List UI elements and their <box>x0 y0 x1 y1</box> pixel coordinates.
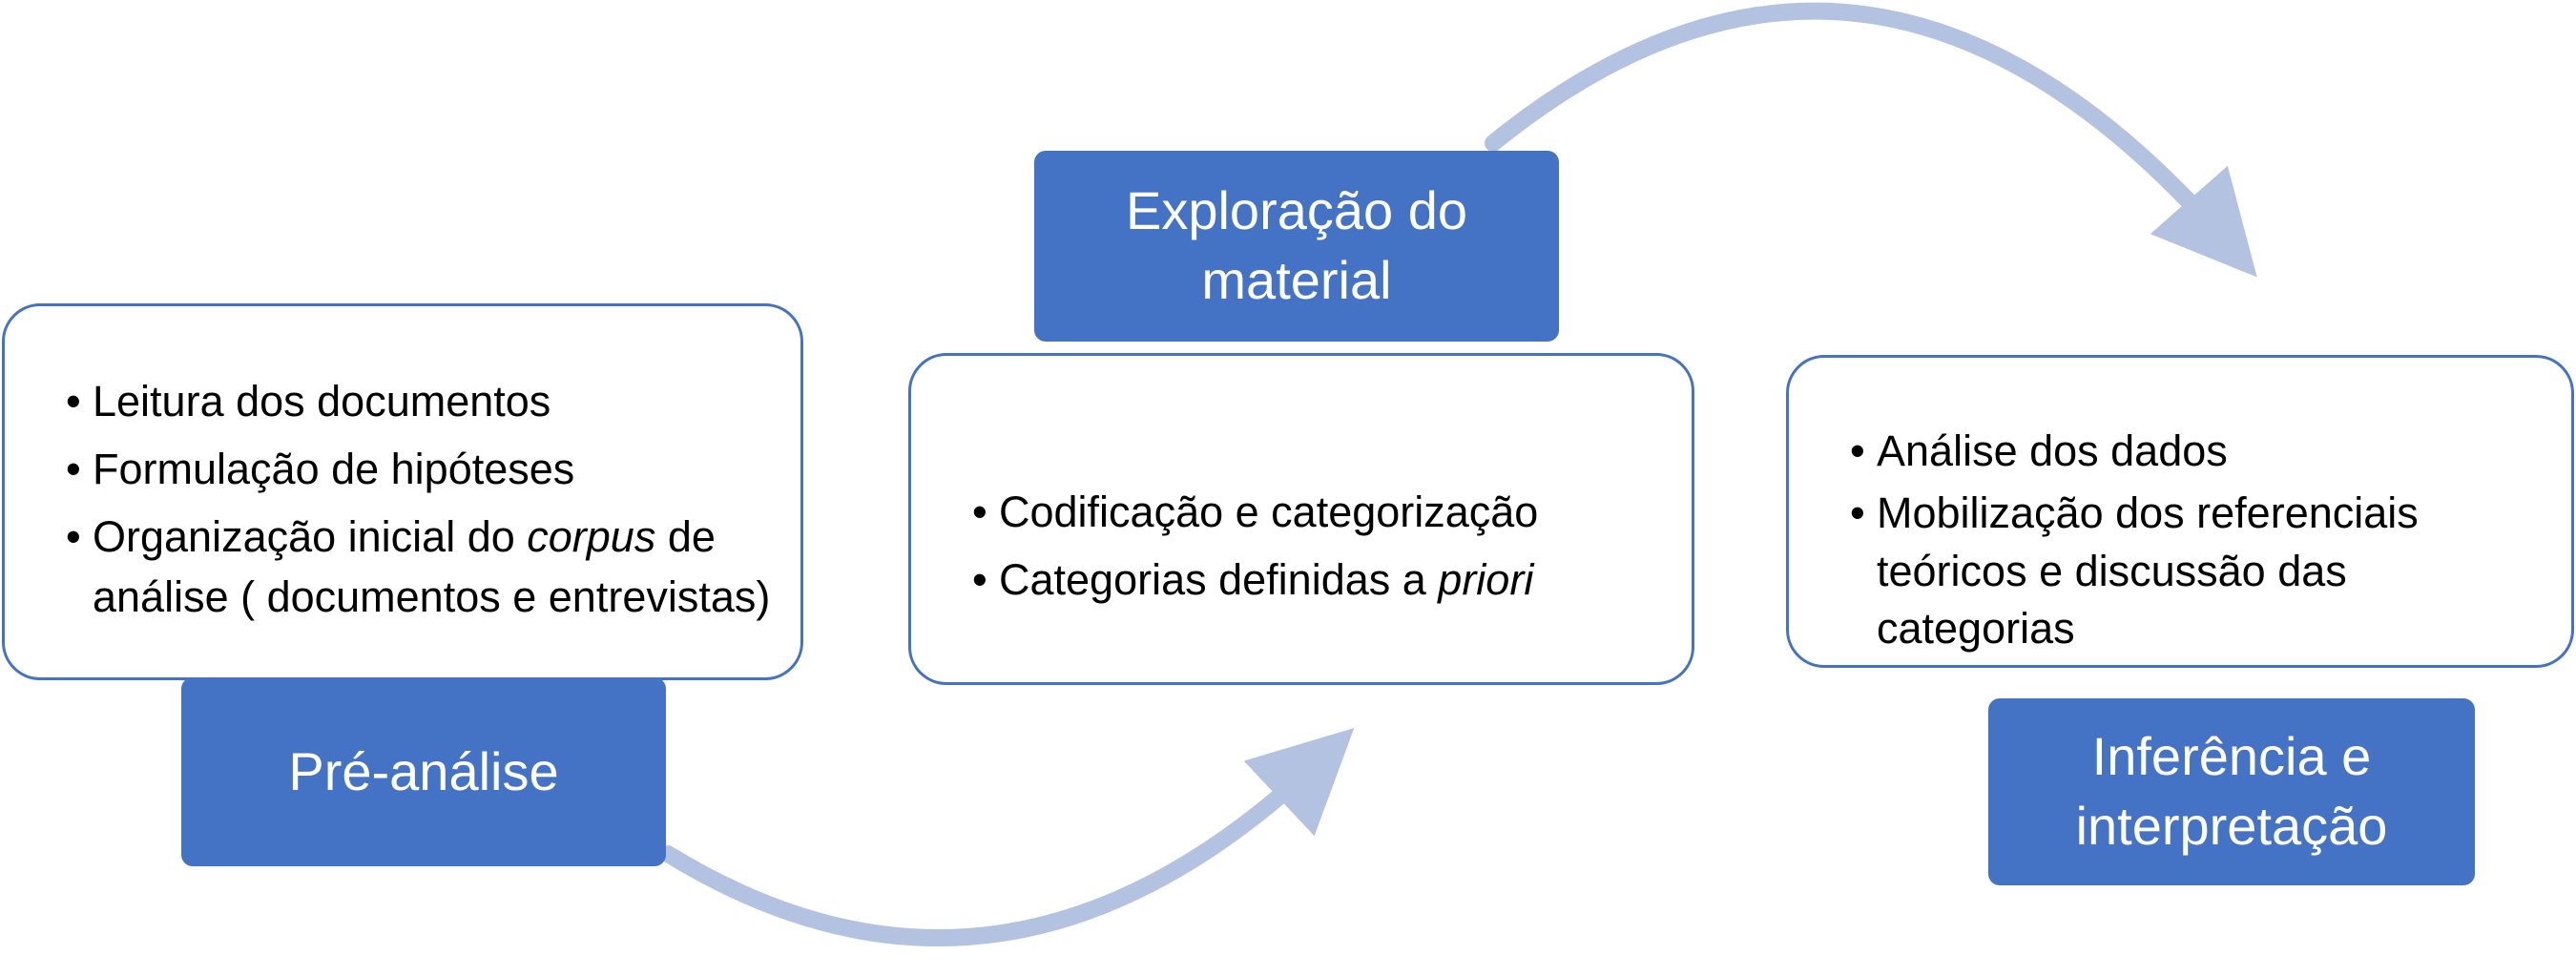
arrow-exploracao-to-inferencia <box>1485 2 2257 278</box>
list-item: Organização inicial do corpus de análise… <box>66 507 772 627</box>
inferencia-content-box: Análise dos dados Mobilização dos refere… <box>1786 355 2574 668</box>
inferencia-list: Análise dos dados Mobilização dos refere… <box>1850 423 2543 658</box>
exploracao-label: Exploração do material <box>1034 151 1559 342</box>
exploracao-list: Codificação e categorização Categorias d… <box>972 482 1663 610</box>
list-item: Codificação e categorização <box>972 482 1663 542</box>
list-item: Leitura dos documentos <box>66 371 772 431</box>
list-item: Categorias definidas a priori <box>972 550 1663 610</box>
list-item: Formulação de hipóteses <box>66 439 772 499</box>
list-item: Análise dos dados <box>1850 423 2543 481</box>
arrow-pre-to-exploracao <box>659 728 1355 947</box>
pre-analise-list: Leitura dos documentos Formulação de hip… <box>66 371 772 627</box>
inferencia-label: Inferência e interpretação <box>1988 698 2475 885</box>
exploracao-content-box: Codificação e categorização Categorias d… <box>908 353 1694 685</box>
pre-analise-label: Pré-análise <box>181 677 666 866</box>
pre-analise-content-box: Leitura dos documentos Formulação de hip… <box>2 303 803 680</box>
list-item: Mobilização dos referenciais teóricos e … <box>1850 485 2543 658</box>
